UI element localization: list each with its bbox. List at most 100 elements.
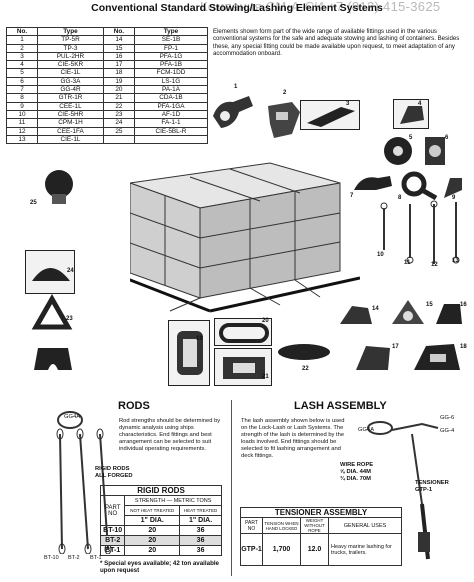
rod-label: BT-1 bbox=[90, 555, 102, 561]
table-header: PART NO bbox=[240, 517, 263, 534]
table-cell: SE-1B bbox=[133, 35, 209, 45]
table-cell: 20 bbox=[102, 85, 135, 95]
lash-description: The lash assembly shown below is used on… bbox=[241, 418, 345, 459]
wire-rope-spec: ¾ DIA. 70M bbox=[340, 476, 371, 482]
watermark: Компания СМ-А-СИ +7 (812) 415-3625 bbox=[200, 0, 441, 14]
table-cell bbox=[102, 134, 135, 145]
table-cell: CDA-1B bbox=[133, 93, 209, 103]
table-header: 1" DIA. bbox=[179, 515, 222, 526]
rods-note: * Special eyes available; 42 ton availab… bbox=[100, 560, 220, 574]
part-number: 11 bbox=[404, 260, 411, 266]
part-number: 7 bbox=[350, 193, 354, 199]
table-cell: 20 bbox=[124, 525, 181, 536]
table-header: No. bbox=[102, 26, 135, 37]
fitting-image bbox=[408, 336, 466, 380]
table-cell: 3 bbox=[5, 51, 39, 62]
table-header: 1" DIA. bbox=[124, 515, 181, 526]
table-cell: 17 bbox=[102, 60, 135, 70]
page-title: Conventional Standard Stowing/Lashing El… bbox=[91, 2, 383, 14]
table-header-line: PART bbox=[104, 504, 121, 511]
table-header: NOT HEAT TREATED bbox=[124, 505, 181, 516]
table-cell: CIE-5KR bbox=[37, 60, 104, 70]
table-cell: 1 bbox=[5, 35, 39, 45]
lash-diagram bbox=[367, 421, 439, 560]
table-cell: CIE-5HR bbox=[37, 109, 104, 120]
table-cell: 24 bbox=[102, 118, 135, 128]
table-cell: 23 bbox=[102, 109, 135, 120]
table-cell: 4 bbox=[5, 60, 39, 70]
fitting-image bbox=[432, 296, 466, 332]
table-cell: 36 bbox=[179, 525, 222, 536]
table-header: Type bbox=[133, 26, 209, 37]
part-number: 23 bbox=[66, 316, 73, 322]
fitting-image bbox=[440, 172, 466, 202]
rod-fittings-image bbox=[380, 200, 460, 264]
table-cell: 36 bbox=[179, 535, 222, 546]
table-cell: AF-1D bbox=[133, 109, 209, 120]
fitting-image bbox=[380, 133, 416, 169]
table-cell: GTP-1 bbox=[240, 533, 263, 566]
part-number: 13 bbox=[452, 258, 459, 264]
table-cell: CEE-1FA bbox=[37, 126, 104, 136]
rod-label: BT-10 bbox=[44, 555, 59, 561]
table-cell: GTR-1R bbox=[37, 93, 104, 103]
table-cell: PFA-1GA bbox=[133, 101, 209, 111]
table-cell: 5 bbox=[5, 68, 39, 78]
table-cell: 12 bbox=[5, 126, 39, 136]
gg4-label: GG-4 bbox=[440, 428, 455, 434]
table-cell: 10 bbox=[5, 109, 39, 120]
table-cell: 36 bbox=[179, 545, 222, 556]
part-number: 25 bbox=[30, 200, 37, 206]
part-number: 12 bbox=[431, 262, 438, 268]
part-number: 1 bbox=[234, 84, 238, 90]
wire-rope-label: WIRE ROPE ⅝ DIA. 44M ¾ DIA. 70M bbox=[340, 462, 373, 483]
rods-description: Rod strengths should be determined by dy… bbox=[119, 418, 221, 452]
table-cell: 25 bbox=[102, 126, 135, 136]
table-cell: 2 bbox=[5, 43, 39, 53]
table-cell: 16 bbox=[102, 51, 135, 62]
lash-title: LASH ASSEMBLY bbox=[294, 400, 387, 412]
table-cell: 11 bbox=[5, 118, 39, 128]
table-header: WEIGHT WITHOUT ROPE bbox=[300, 517, 329, 534]
part-number: 19 bbox=[196, 336, 203, 342]
part-number: 9 bbox=[452, 195, 456, 201]
tensioner-table: TENSIONER ASSEMBLY PART NO TENSION WHEN … bbox=[240, 507, 402, 566]
table-header: No. bbox=[5, 26, 39, 37]
rods-label-line: ALL FORGED bbox=[95, 473, 133, 479]
fitting-image bbox=[274, 330, 334, 374]
table-cell: PA-1A bbox=[133, 85, 209, 95]
table-cell: TP-5R bbox=[37, 35, 104, 45]
table-cell: FP-1 bbox=[133, 43, 209, 53]
table-title: RIGID RODS bbox=[100, 485, 222, 496]
part-number: 15 bbox=[426, 302, 433, 308]
table-cell: 9 bbox=[5, 101, 39, 111]
table-cell: 12.0 bbox=[300, 533, 329, 566]
fitting-image bbox=[415, 131, 455, 171]
fitting-image bbox=[214, 348, 272, 386]
tensioner-label-line: TENSIONER bbox=[415, 480, 449, 486]
table-cell: 13 bbox=[5, 134, 39, 145]
part-number: 21 bbox=[262, 374, 269, 380]
table-title: TENSIONER ASSEMBLY bbox=[240, 507, 402, 518]
fitting-image bbox=[400, 168, 440, 202]
fitting-image bbox=[388, 294, 428, 332]
table-cell: 15 bbox=[102, 43, 135, 53]
part-number: 2 bbox=[283, 90, 287, 96]
part-number: 17 bbox=[392, 344, 399, 350]
table-header: GENERAL USES bbox=[328, 517, 402, 534]
table-cell: LS-1G bbox=[133, 76, 209, 87]
rods-label-line: RIGID RODS bbox=[95, 466, 130, 472]
table-cell: 6 bbox=[5, 76, 39, 87]
fitting-image bbox=[336, 298, 376, 334]
table-cell bbox=[133, 134, 209, 145]
table-cell: BT-2 bbox=[99, 535, 126, 546]
